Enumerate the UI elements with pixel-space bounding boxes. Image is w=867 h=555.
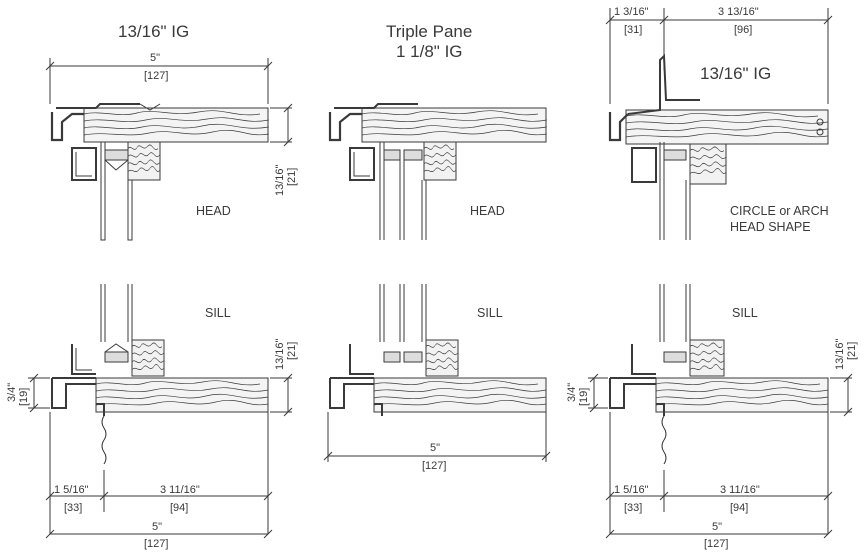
col3-head-label-line1: CIRCLE or ARCH (730, 204, 829, 218)
col3-head-label-line2: HEAD SHAPE (730, 220, 811, 234)
col1-sill-total-in: 5" (152, 521, 163, 533)
col3-sill-thickness-in: 13/16" (834, 338, 846, 370)
col1-head-label: HEAD (196, 204, 231, 218)
col1-head-thickness-in: 13/16" (274, 164, 286, 196)
col2-title-line2: 1 1/8" IG (396, 42, 463, 61)
col3-sill-right-mm: [94] (730, 502, 749, 514)
col2-sill-label: SILL (477, 306, 503, 320)
col3-head-left-mm: [31] (624, 24, 643, 36)
col3-sill-step-mm: [19] (578, 387, 590, 406)
col2-title-line1: Triple Pane (386, 22, 473, 41)
col3-sill-step-in: 3/4" (566, 382, 578, 402)
col3-sill-total-mm: [127] (704, 538, 729, 550)
col1-sill-step-mm: [19] (18, 387, 30, 406)
col3-head-right-in: 3 13/16" (718, 6, 759, 18)
col2-sill-total-mm: [127] (422, 460, 447, 472)
col1-sill-left-mm: [33] (64, 502, 83, 514)
col3-sill-left-in: 1 5/16" (614, 484, 649, 496)
col2-head-label: HEAD (470, 204, 505, 218)
col2-sill-total-in: 5" (430, 442, 441, 454)
col1-head-section (45, 58, 293, 241)
col3-sill-thickness-mm: [21] (846, 341, 858, 360)
col1-head-width-mm: [127] (144, 70, 169, 82)
col1-head-width-in: 5" (150, 52, 161, 64)
col1-sill-total-mm: [127] (144, 538, 169, 550)
col1-sill-step-in: 3/4" (6, 382, 18, 402)
col3-sill-total-in: 5" (712, 521, 723, 533)
col3-sill-right-in: 3 11/16" (720, 484, 760, 496)
col3-sill-left-mm: [33] (624, 502, 643, 514)
col1-sill-thickness-mm: [21] (286, 341, 298, 360)
col2-head-section (328, 103, 548, 240)
col3-head-section (605, 8, 833, 240)
col1-head-thickness-mm: [21] (286, 167, 298, 186)
col1-sill-section (28, 284, 293, 539)
col1-sill-right-in: 3 11/16" (160, 484, 200, 496)
col3-title: 13/16" IG (700, 64, 772, 83)
col1-sill-thickness-in: 13/16" (274, 338, 286, 370)
col3-head-right-mm: [96] (734, 24, 753, 36)
col2-sill-section (323, 284, 551, 462)
col1-sill-label: SILL (205, 306, 231, 320)
col3-sill-label: SILL (732, 306, 758, 320)
col3-head-left-in: 1 3/16" (614, 6, 649, 18)
col1-sill-right-mm: [94] (170, 502, 189, 514)
col3-sill-section (588, 284, 853, 539)
col1-sill-left-in: 1 5/16" (54, 484, 89, 496)
col1-title: 13/16" IG (118, 22, 190, 41)
